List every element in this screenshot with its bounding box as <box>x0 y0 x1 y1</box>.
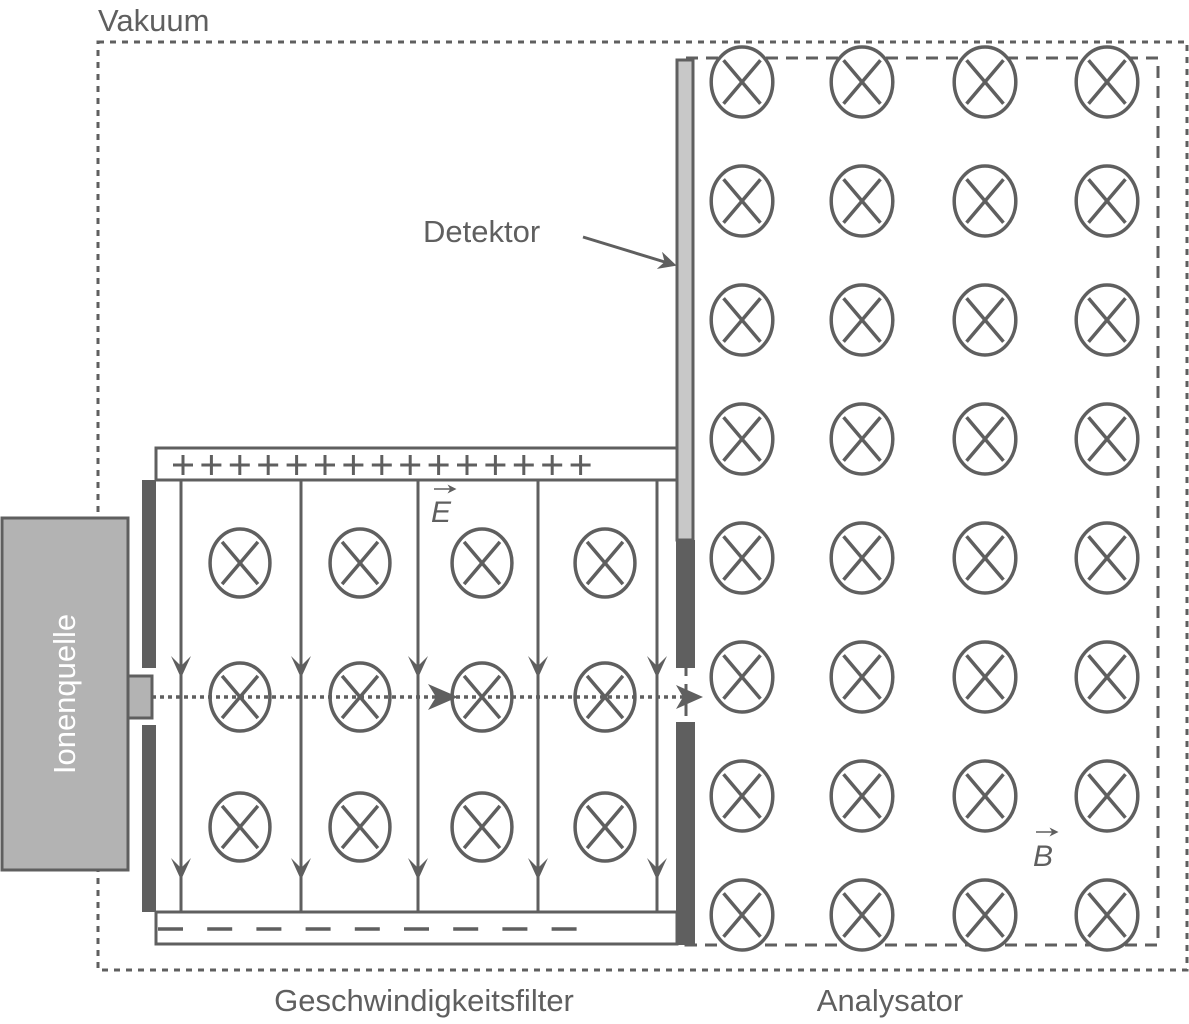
b-into-page-icon <box>952 45 1018 119</box>
plus-sign <box>570 455 591 475</box>
b-into-page-icon <box>952 878 1018 952</box>
b-into-page-icon <box>1074 164 1140 238</box>
b-into-page-icon <box>829 283 895 357</box>
b-into-page-icon <box>709 521 775 595</box>
ion-source-label: Ionenquelle <box>47 614 82 774</box>
b-into-page-icon <box>328 527 392 599</box>
b-into-page-icon <box>952 521 1018 595</box>
b-into-page-icon <box>450 527 514 599</box>
b-into-page-icon <box>1074 283 1140 357</box>
filter-b-field <box>208 527 637 863</box>
analyzer-label: Analysator <box>817 983 963 1018</box>
b-field-label: B <box>1033 840 1053 873</box>
b-into-page-icon <box>1074 521 1140 595</box>
plus-sign <box>513 455 534 475</box>
plus-sign <box>542 455 563 475</box>
entry-plate-upper <box>142 480 156 668</box>
b-into-page-icon <box>829 164 895 238</box>
plus-sign <box>173 455 193 475</box>
b-into-page-icon <box>829 640 895 714</box>
field-arrowhead <box>647 656 667 678</box>
e-field-line <box>171 480 191 912</box>
b-into-page-icon <box>709 640 775 714</box>
analyzer-b-field <box>709 45 1140 952</box>
field-arrowhead <box>647 858 667 880</box>
plus-sign <box>315 455 335 475</box>
plus-sign <box>201 455 222 475</box>
field-arrowhead <box>291 858 311 880</box>
b-into-page-icon <box>709 164 775 238</box>
plus-sign <box>258 455 279 475</box>
b-into-page-icon <box>709 759 775 833</box>
field-arrowhead <box>291 656 311 678</box>
vacuum-boundary <box>96 40 1189 972</box>
b-into-page-icon <box>573 527 637 599</box>
b-into-page-icon <box>952 402 1018 476</box>
plus-sign <box>343 455 364 475</box>
b-into-page-icon <box>1074 759 1140 833</box>
field-arrowhead <box>528 858 548 880</box>
field-arrowhead <box>171 858 191 880</box>
b-into-page-icon <box>829 878 895 952</box>
b-into-page-icon <box>952 759 1018 833</box>
b-into-page-icon <box>709 878 775 952</box>
plus-sign <box>485 455 506 475</box>
velocity-filter-label: Geschwindigkeitsfilter <box>274 983 574 1018</box>
exit-plate-upper <box>676 540 695 668</box>
detector-label: Detektor <box>423 214 540 249</box>
plus-sign <box>400 455 421 475</box>
b-into-page-icon <box>450 791 514 863</box>
b-into-page-icon <box>829 521 895 595</box>
b-into-page-icon <box>829 759 895 833</box>
b-into-page-icon <box>829 45 895 119</box>
field-arrowhead <box>408 858 428 880</box>
plus-sign <box>428 455 449 475</box>
b-into-page-icon <box>328 791 392 863</box>
e-field-line <box>291 480 311 912</box>
b-into-page-icon <box>573 791 637 863</box>
plus-sign <box>371 455 392 475</box>
plus-signs <box>173 455 591 475</box>
b-into-page-icon <box>709 402 775 476</box>
field-arrowhead <box>528 656 548 678</box>
entry-plate-lower <box>142 725 156 912</box>
vacuum-label: Vakuum <box>98 3 209 38</box>
b-into-page-icon <box>208 527 272 599</box>
ion-source <box>0 516 130 872</box>
detector <box>675 58 695 542</box>
b-into-page-icon <box>829 402 895 476</box>
plus-sign <box>286 455 307 475</box>
b-into-page-icon <box>952 164 1018 238</box>
field-arrowhead <box>171 656 191 678</box>
plus-sign <box>229 455 250 475</box>
beam-arrow-exit <box>676 685 703 709</box>
b-into-page-icon <box>1074 402 1140 476</box>
b-into-page-icon <box>208 791 272 863</box>
plus-sign <box>457 455 477 475</box>
e-field-label: E <box>431 496 452 529</box>
beam-arrow-middle <box>428 684 458 710</box>
b-into-page-icon <box>1074 45 1140 119</box>
b-into-page-icon <box>1074 878 1140 952</box>
b-into-page-icon <box>709 283 775 357</box>
b-into-page-icon <box>952 640 1018 714</box>
field-arrowhead <box>408 656 428 678</box>
b-into-page-icon <box>1074 640 1140 714</box>
exit-plate-lower <box>676 722 695 945</box>
ion-source-nozzle <box>126 674 154 720</box>
detector-pointer-arrow <box>582 235 677 269</box>
b-into-page-icon <box>709 45 775 119</box>
b-into-page-icon <box>952 283 1018 357</box>
